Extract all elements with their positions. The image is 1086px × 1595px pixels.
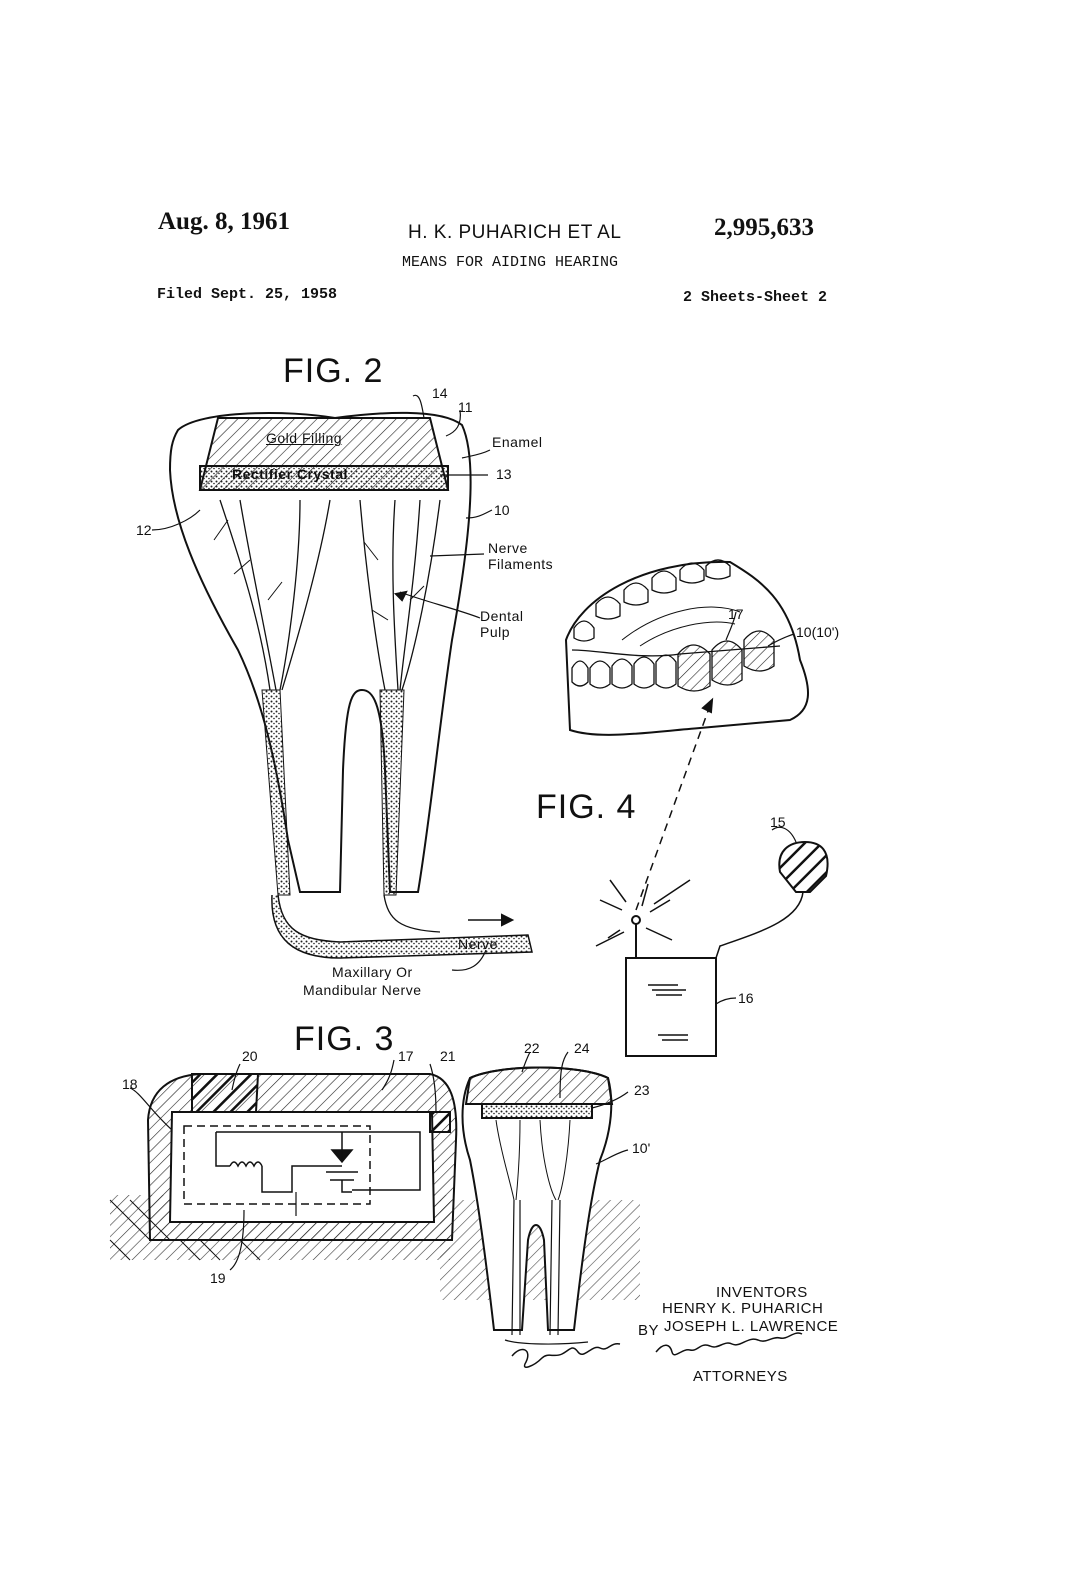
ref-12: 12 <box>136 522 152 538</box>
inventor-2: JOSEPH L. LAWRENCE <box>664 1318 839 1335</box>
attorneys-label: ATTORNEYS <box>693 1368 788 1385</box>
fig3-ref-20: 20 <box>242 1048 258 1064</box>
fig3-ref-19: 19 <box>210 1270 226 1286</box>
ref-10: 10 <box>494 502 510 518</box>
fig3-ref-21: 21 <box>440 1048 456 1064</box>
fig4-ref-10: 10(10') <box>796 624 840 640</box>
ref-13: 13 <box>496 466 512 482</box>
fig4-label: FIG. 4 <box>536 788 637 826</box>
patent-date: Aug. 8, 1961 <box>158 208 290 235</box>
fig3-right-tooth <box>440 1051 640 1345</box>
fig3-ref-18: 18 <box>122 1076 138 1092</box>
dental-pulp-label-2: Pulp <box>480 624 511 640</box>
maxillary-label-1: Maxillary Or <box>332 964 413 980</box>
fig4-ref-15: 15 <box>770 814 786 830</box>
fig4-ref-16: 16 <box>738 990 754 1006</box>
fig4-drawing <box>564 559 829 1057</box>
fig3-ref-10-prime: 10' <box>632 1140 651 1156</box>
by-label: BY <box>638 1322 660 1339</box>
nerve-filaments-label-1: Nerve <box>488 540 528 556</box>
sheet-count: 2 Sheets-Sheet 2 <box>683 289 828 306</box>
nerve-label: Nerve <box>458 936 498 952</box>
fig3-ref-22: 22 <box>524 1040 540 1056</box>
filing-date: Filed Sept. 25, 1958 <box>157 286 338 303</box>
fig4-ref-17: 17 <box>728 606 744 622</box>
fig3-ref-23: 23 <box>634 1082 650 1098</box>
inventor-1: HENRY K. PUHARICH <box>662 1300 824 1317</box>
attorney-signature <box>511 1332 803 1368</box>
fig2-label: FIG. 2 <box>283 352 384 390</box>
inventors-heading: INVENTORS <box>716 1284 808 1301</box>
dental-pulp-label-1: Dental <box>480 608 524 624</box>
enamel-label: Enamel <box>492 434 543 450</box>
ref-14: 14 <box>432 385 448 401</box>
nerve-filaments-label-2: Filaments <box>488 556 554 572</box>
ref-11: 11 <box>458 399 473 415</box>
patent-title: MEANS FOR AIDING HEARING <box>402 254 619 271</box>
rectifier-crystal-label: Rectifier Crystal <box>232 466 348 482</box>
fig3-drawing <box>109 1059 458 1271</box>
fig3-label: FIG. 3 <box>294 1020 395 1058</box>
fig3-ref-24: 24 <box>574 1040 590 1056</box>
fig3-ref-17: 17 <box>398 1048 414 1064</box>
maxillary-label-2: Mandibular Nerve <box>303 982 422 998</box>
gold-filling-label: Gold Filling <box>266 430 343 446</box>
patent-number: 2,995,633 <box>714 214 814 241</box>
patent-inventors: H. K. PUHARICH ET AL <box>408 222 622 243</box>
fig2-tooth <box>151 394 533 971</box>
